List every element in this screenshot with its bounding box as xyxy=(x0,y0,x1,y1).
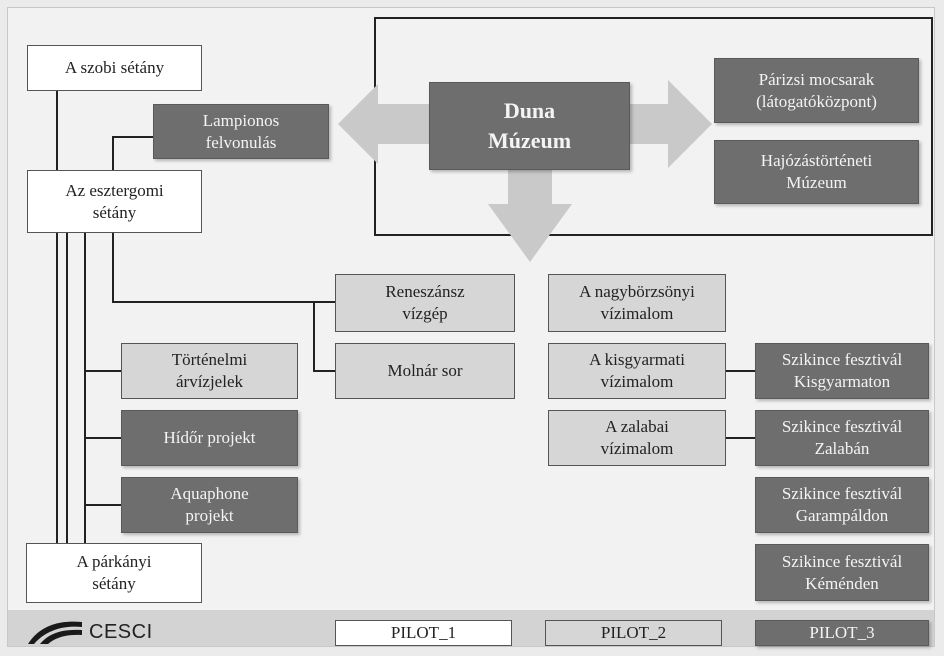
duna-museum-box: Duna Múzeum xyxy=(429,82,630,170)
parizsi-mocsarak-box: Párizsi mocsarak (látogatóközpont) xyxy=(714,58,919,123)
cesci-logo: CESCI xyxy=(26,619,153,645)
zalabai-vizimalom-box: A zalabai vízimalom xyxy=(548,410,726,466)
arrow-left xyxy=(338,84,430,164)
tortenelmi-arvizjelek-box: Történelmi árvízjelek xyxy=(121,343,298,399)
molnar-sor-box: Molnár sor xyxy=(335,343,515,399)
cesci-logo-icon xyxy=(28,621,82,644)
szobi-setany-box: A szobi sétány xyxy=(27,45,202,91)
legend-pilot-2: PILOT_2 xyxy=(545,620,722,646)
szikince-garampald-box: Szikince fesztivál Garampáldon xyxy=(755,477,929,533)
kisgyarmati-vizimalom-box: A kisgyarmati vízimalom xyxy=(548,343,726,399)
lampionos-felvonulas-box: Lampionos felvonulás xyxy=(153,104,329,159)
tree-lines xyxy=(56,91,755,543)
reneszansz-vizgep-box: Reneszánsz vízgép xyxy=(335,274,515,332)
legend-pilot-1: PILOT_1 xyxy=(335,620,512,646)
szikince-kemend-box: Szikince fesztivál Kéménden xyxy=(755,544,929,601)
szikince-zalaba-box: Szikince fesztivál Zalabán xyxy=(755,410,929,466)
arrow-right xyxy=(630,80,712,168)
szikince-kisgyarmat-box: Szikince fesztivál Kisgyarmaton xyxy=(755,343,929,399)
hajozastorteneti-muzeum-box: Hajózástörténeti Múzeum xyxy=(714,140,919,204)
parkanyi-setany-box: A párkányi sétány xyxy=(26,543,202,603)
arrow-down xyxy=(488,170,572,262)
aquaphone-projekt-box: Aquaphone projekt xyxy=(121,477,298,533)
esztergomi-setany-box: Az esztergomi sétány xyxy=(27,170,202,233)
cesci-logo-text: CESCI xyxy=(89,620,153,643)
nagyborzsonyi-vizimalom-box: A nagybörzsönyi vízimalom xyxy=(548,274,726,332)
hidor-projekt-box: Hídőr projekt xyxy=(121,410,298,466)
legend-pilot-3: PILOT_3 xyxy=(755,620,929,646)
